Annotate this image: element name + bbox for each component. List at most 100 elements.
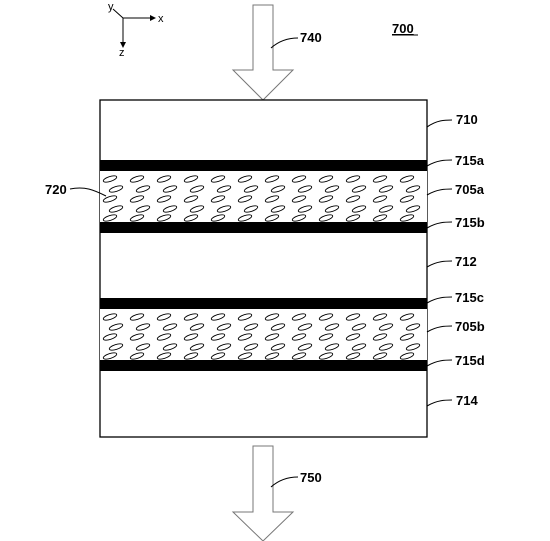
- lc-molecule: [270, 205, 286, 213]
- lc-molecule: [189, 343, 205, 351]
- lc-molecule: [156, 352, 172, 360]
- lc-layer-705a: [100, 171, 427, 222]
- lc-molecule: [264, 352, 280, 360]
- layer-label-715b: 715b: [455, 215, 485, 230]
- lc-molecule: [264, 214, 280, 222]
- lc-molecule: [318, 333, 334, 341]
- lc-molecule: [270, 343, 286, 351]
- lc-molecule: [324, 343, 340, 351]
- lc-molecule: [351, 343, 367, 351]
- layer-label-715d: 715d: [455, 353, 485, 368]
- lc-molecule: [399, 313, 415, 321]
- stack-outline: [99, 99, 428, 438]
- lc-molecule: [318, 214, 334, 222]
- output-arrow-label: 750: [300, 470, 322, 485]
- lc-molecule: [237, 352, 253, 360]
- lc-molecule: [291, 175, 307, 183]
- lc-molecule: [156, 313, 172, 321]
- lc-molecule: [102, 333, 118, 341]
- y-axis-label: y: [108, 1, 114, 13]
- lc-molecule: [216, 185, 232, 193]
- lc-molecule: [216, 343, 232, 351]
- lc-molecule: [156, 195, 172, 203]
- input-light-arrow: [231, 4, 295, 101]
- lc-molecule: [399, 352, 415, 360]
- lc-molecule: [399, 214, 415, 222]
- lc-molecule: [243, 185, 259, 193]
- lc-molecule: [399, 333, 415, 341]
- x-axis-label: x: [158, 13, 164, 25]
- lc-molecule: [378, 323, 394, 331]
- electrode-715b: [100, 222, 427, 233]
- lc-molecule: [351, 323, 367, 331]
- lc-molecule: [183, 313, 199, 321]
- lc-molecule: [297, 323, 313, 331]
- lc-molecule: [243, 343, 259, 351]
- lc-molecule: [243, 323, 259, 331]
- lc-molecule: [135, 205, 151, 213]
- lc-molecule: [291, 195, 307, 203]
- lc-molecule: [345, 214, 361, 222]
- electrode-715c: [100, 298, 427, 309]
- lc-molecule: [183, 195, 199, 203]
- lc-molecule: [291, 214, 307, 222]
- z-axis-label: z: [119, 47, 125, 59]
- lc-molecule: [156, 214, 172, 222]
- lc-molecule: [399, 195, 415, 203]
- lc-molecule: [156, 175, 172, 183]
- lc-molecule: [210, 195, 226, 203]
- lc-molecule: [183, 175, 199, 183]
- lc-molecule: [129, 214, 145, 222]
- layer-label-705a: 705a: [455, 182, 485, 197]
- lc-molecule: [264, 313, 280, 321]
- lc-molecule: [102, 352, 118, 360]
- lc-molecule: [183, 214, 199, 222]
- lc-molecule: [156, 333, 172, 341]
- lc-molecule: [108, 323, 124, 331]
- figure-number: 700: [392, 21, 414, 36]
- lc-molecule: [345, 175, 361, 183]
- lc-molecule: [291, 313, 307, 321]
- lc-molecule: [291, 352, 307, 360]
- lc-molecule: [102, 195, 118, 203]
- lc-molecule: [372, 175, 388, 183]
- lc-molecule: [129, 195, 145, 203]
- lc-molecule: [324, 205, 340, 213]
- lc-molecule: [108, 343, 124, 351]
- lc-molecule: [345, 352, 361, 360]
- lc-molecule: [162, 323, 178, 331]
- lc-molecule: [129, 313, 145, 321]
- lc-molecule: [237, 175, 253, 183]
- lc-molecule: [378, 205, 394, 213]
- lc-molecule: [210, 313, 226, 321]
- lc-molecule: [210, 214, 226, 222]
- lc-molecule: [399, 175, 415, 183]
- lc-molecule: [318, 195, 334, 203]
- layer-label-705b: 705b: [455, 319, 485, 334]
- lc-molecule: [318, 352, 334, 360]
- lc-molecule: [372, 352, 388, 360]
- lc-molecule: [102, 313, 118, 321]
- lc-molecule: [183, 333, 199, 341]
- input-arrow-label: 740: [300, 30, 322, 45]
- axes-indicator: y x z: [108, 1, 164, 59]
- lc-molecule: [324, 185, 340, 193]
- lc-molecule: [372, 333, 388, 341]
- lc-molecules-705b: [102, 313, 421, 360]
- lc-molecule: [135, 323, 151, 331]
- lc-molecule: [129, 333, 145, 341]
- lc-molecule: [102, 175, 118, 183]
- lc-molecule: [318, 313, 334, 321]
- lc-molecule: [210, 175, 226, 183]
- lc-molecule: [189, 205, 205, 213]
- lc-molecule: [345, 333, 361, 341]
- lc-molecule: [216, 205, 232, 213]
- lc-molecule: [351, 185, 367, 193]
- layer-label-715a: 715a: [455, 153, 485, 168]
- lc-molecule: [243, 205, 259, 213]
- lc-molecule: [216, 323, 232, 331]
- lc-molecule: [264, 333, 280, 341]
- lc-molecule: [297, 205, 313, 213]
- lc-molecule: [345, 195, 361, 203]
- lc-molecule: [372, 214, 388, 222]
